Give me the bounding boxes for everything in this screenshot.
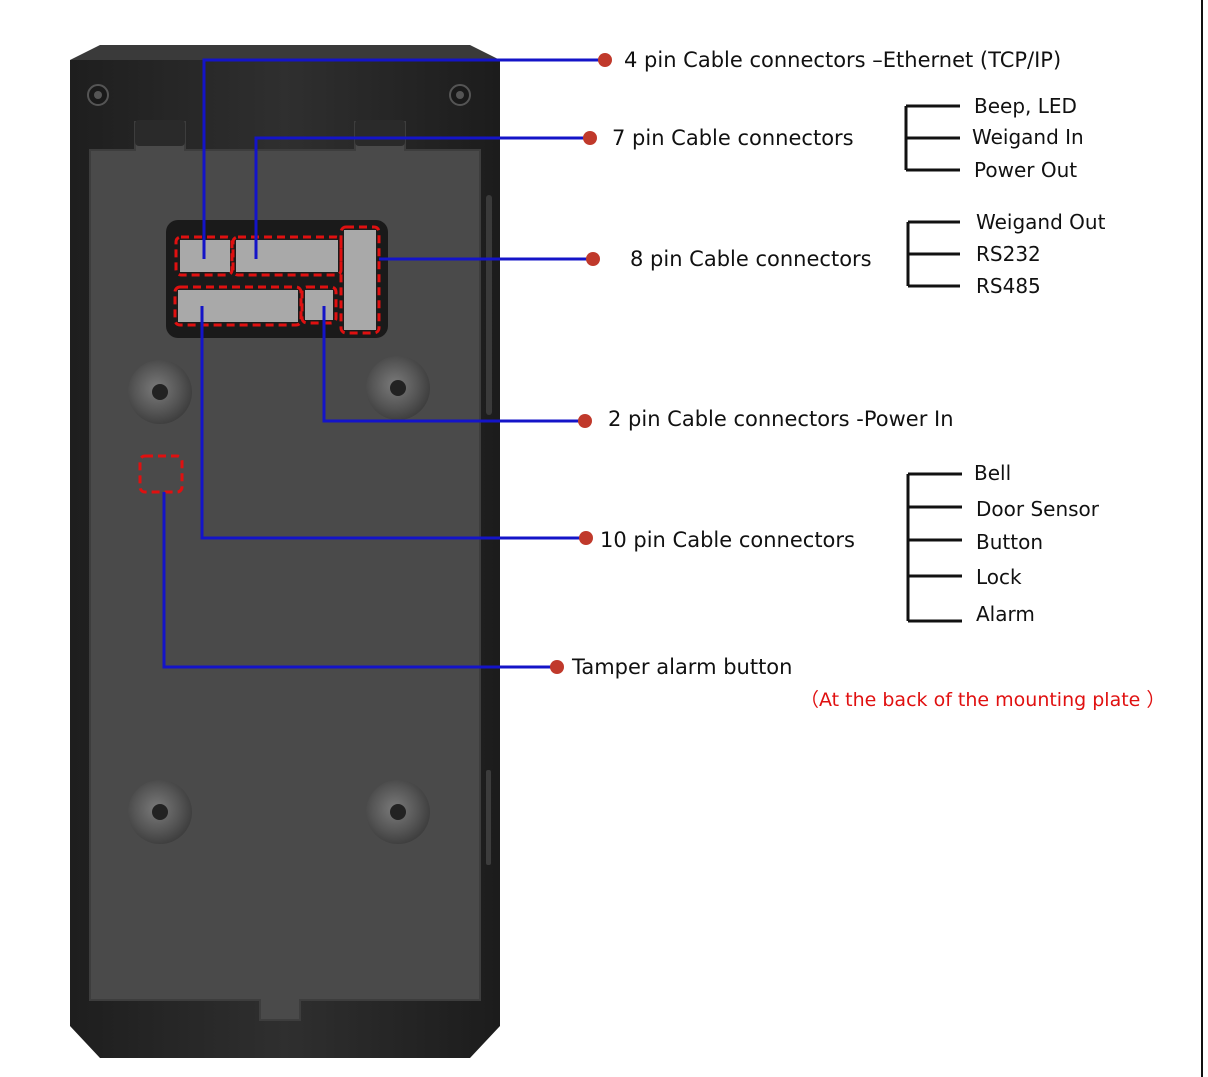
dot-7pin <box>583 131 597 145</box>
label-tamper: Tamper alarm button <box>572 655 793 679</box>
label-8pin: 8 pin Cable connectors <box>630 247 872 271</box>
leader-7pin <box>254 136 590 259</box>
signal-weigand-in: Weigand In <box>972 125 1084 149</box>
page-border <box>1201 0 1203 1077</box>
top-screws <box>87 84 471 106</box>
highlight-2pin <box>300 285 338 325</box>
label-4pin: 4 pin Cable connectors –Ethernet (TCP/IP… <box>624 48 1062 72</box>
highlight-boxes <box>138 225 381 494</box>
signal-rs232: RS232 <box>976 242 1041 266</box>
highlight-7pin <box>231 235 343 277</box>
bracket-10pin <box>906 472 962 623</box>
signal-alarm: Alarm <box>976 602 1035 626</box>
label-2pin: 2 pin Cable connectors -Power In <box>608 407 954 431</box>
dot-10pin <box>579 531 593 545</box>
signal-lock: Lock <box>976 565 1022 589</box>
signal-brackets <box>904 104 962 623</box>
signal-weigand-out: Weigand Out <box>976 210 1106 234</box>
leader-lines <box>162 58 605 669</box>
mounting-bosses <box>128 356 430 844</box>
signal-rs485: RS485 <box>976 274 1041 298</box>
highlight-8pin <box>339 225 381 335</box>
end-dots <box>550 53 612 674</box>
bracket-8pin <box>906 220 960 288</box>
label-7pin: 7 pin Cable connectors <box>612 126 854 150</box>
tamper-note: （At the back of the mounting plate ） <box>800 689 1166 711</box>
leader-10pin <box>200 306 585 540</box>
signal-power-out: Power Out <box>974 158 1078 182</box>
leader-tamper <box>162 492 557 669</box>
leader-2pin <box>322 306 585 423</box>
bracket-7pin <box>904 104 960 172</box>
dot-8pin <box>586 252 600 266</box>
signal-door-sensor: Door Sensor <box>976 497 1100 521</box>
leader-4pin <box>202 58 605 259</box>
dot-2pin <box>578 414 592 428</box>
connector-window <box>166 220 388 338</box>
highlight-tamper <box>138 454 184 494</box>
signal-beep-led: Beep, LED <box>974 94 1077 118</box>
signal-bell: Bell <box>974 461 1012 485</box>
label-10pin: 10 pin Cable connectors <box>600 528 855 552</box>
dot-tamper <box>550 660 564 674</box>
dot-4pin <box>598 53 612 67</box>
signal-button: Button <box>976 530 1043 554</box>
